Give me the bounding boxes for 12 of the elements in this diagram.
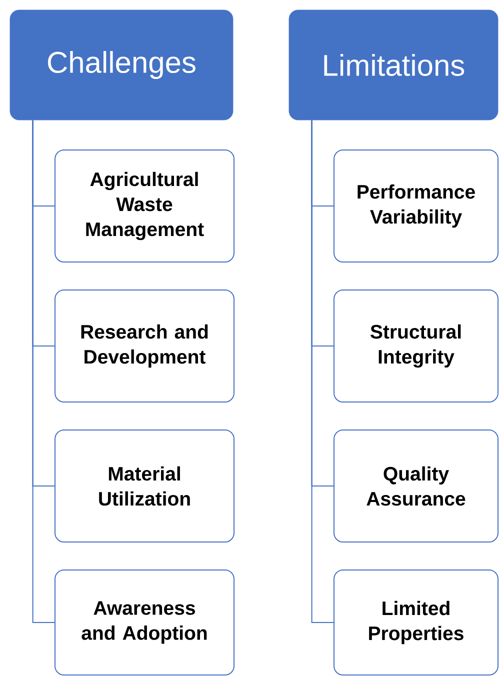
item-box: Structural Integrity: [334, 290, 498, 402]
connector-line: [311, 120, 334, 623]
item-box: Material Utilization: [54, 430, 234, 542]
connector-line: [32, 120, 55, 623]
item-box: Research and Development: [54, 290, 234, 402]
item-box: Agricultural Waste Management: [54, 150, 234, 262]
item-box: Performance Variability: [334, 150, 498, 262]
item-box: Awareness and Adoption: [54, 570, 234, 676]
item-box: Quality Assurance: [334, 430, 498, 542]
header-box: Limitations: [288, 10, 498, 120]
item-box: Limited Properties: [334, 570, 498, 676]
header-box: Challenges: [10, 10, 234, 120]
